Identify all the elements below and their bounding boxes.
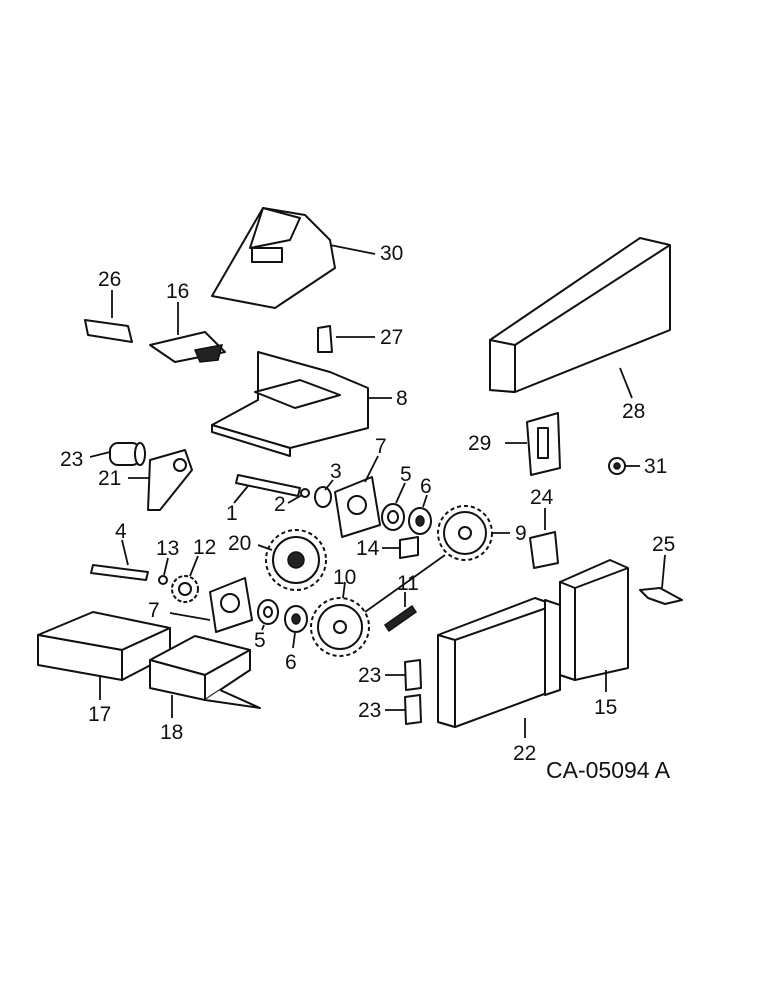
part-14-idler — [382, 536, 419, 559]
callout-21: 20 — [228, 532, 251, 555]
part-12-sprocket — [171, 555, 199, 603]
callout-23: 23 — [358, 699, 381, 722]
part-23-clip-lower — [385, 694, 422, 725]
callout-13: 13 — [156, 537, 179, 560]
part-4-shaft — [90, 539, 149, 581]
part-24-block — [529, 508, 559, 569]
callout-5: 5 — [400, 463, 412, 486]
callout-2: 3 — [330, 460, 342, 483]
callout-20: 21 — [98, 467, 121, 490]
part-5-lower-bearing — [257, 599, 279, 631]
callout-10: 10 — [333, 566, 356, 589]
part-19-shield — [437, 597, 561, 738]
part-13-washer — [158, 557, 169, 585]
callout-11: 11 — [397, 572, 419, 595]
callout-3: 2 — [274, 493, 286, 516]
callout-26: 26 — [98, 268, 121, 291]
callout-8: 8 — [396, 387, 408, 410]
part-7-lower-bearing-plate — [169, 577, 253, 633]
part-5-bearing — [381, 482, 406, 531]
part-27-clip — [317, 325, 375, 353]
part-6-flangette — [408, 494, 432, 535]
callout-22: 23 — [60, 448, 83, 471]
callout-28: 30 — [380, 242, 403, 265]
part-23-clip-upper — [385, 659, 422, 691]
callout-30: 29 — [468, 432, 491, 455]
part-2-collar — [314, 479, 334, 508]
callout-7: 7 — [375, 435, 387, 458]
drawing-code: CA-05094 A — [546, 757, 671, 783]
callout-27: 27 — [380, 326, 403, 349]
part-26-bracket — [84, 290, 133, 343]
part-28-top-cover — [211, 207, 376, 309]
chain-line — [364, 554, 446, 613]
callout-6: 6 — [285, 651, 297, 674]
callout-5: 5 — [254, 629, 266, 652]
callout-14: 14 — [356, 537, 380, 560]
callout-15: 15 — [594, 696, 617, 719]
part-7-bearing-plate — [334, 455, 381, 538]
callout-18: 18 — [160, 721, 183, 744]
part-29-shield — [489, 237, 671, 399]
part-21-sprocket — [257, 529, 327, 591]
part-17-guard — [37, 611, 171, 700]
part-3-ring — [287, 488, 310, 504]
callout-25: 25 — [652, 533, 675, 556]
part-22-bushing — [89, 442, 146, 466]
callout-23: 23 — [358, 664, 381, 687]
callout-9: 9 — [515, 522, 527, 545]
part-10-sprocket — [310, 581, 370, 657]
callout-17: 17 — [88, 703, 111, 726]
part-6-lower-flangette — [284, 605, 308, 649]
callout-12: 12 — [193, 536, 216, 559]
callout-19: 22 — [513, 742, 536, 765]
callout-1: 1 — [226, 502, 238, 525]
part-8-housing — [211, 351, 392, 457]
part-9-sprocket — [437, 505, 510, 561]
part-11-chain — [383, 592, 418, 633]
part-18-guard — [149, 635, 261, 718]
part-31-nut — [608, 457, 640, 475]
part-1-shaft — [233, 474, 301, 504]
callout-7: 7 — [148, 599, 160, 622]
part-20-mount-plate — [128, 449, 193, 511]
callout-4: 4 — [115, 520, 127, 543]
callout-29: 28 — [622, 400, 645, 423]
part-16-plate — [149, 302, 226, 363]
part-15-shield — [559, 559, 629, 692]
part-30-plate — [505, 412, 561, 476]
callout-24: 24 — [530, 486, 554, 509]
callout-31: 31 — [644, 455, 667, 478]
callout-6: 6 — [420, 475, 432, 498]
callout-16: 16 — [166, 280, 189, 303]
part-25-latch — [639, 554, 683, 605]
